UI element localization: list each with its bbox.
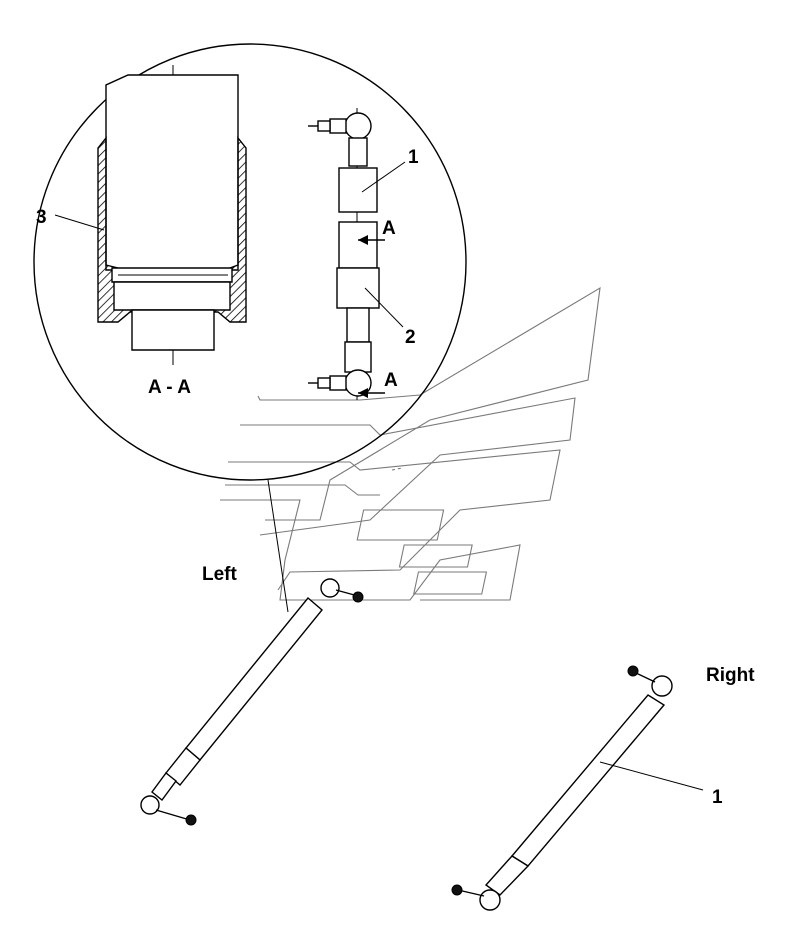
right-gas-strut <box>451 665 673 911</box>
detail-view-circle <box>33 43 467 481</box>
section-arrow-bottom-label: A <box>384 370 398 391</box>
callout-1-detail: 1 <box>408 147 419 168</box>
detail-leader-line <box>267 479 289 613</box>
arrow-a-top-head <box>358 235 368 245</box>
background-body-outline <box>220 286 601 601</box>
section-title: A - A <box>148 377 191 398</box>
leader-1-detail <box>361 161 406 193</box>
section-arrow-top-label: A <box>382 218 396 239</box>
leader-1-right <box>599 761 704 791</box>
leader-3-section <box>54 214 105 231</box>
arrow-a-bottom-head <box>358 388 368 398</box>
detail-strut-vertical <box>308 108 380 400</box>
right-side-label: Right <box>706 665 755 686</box>
leader-2-detail <box>364 287 404 328</box>
left-gas-strut <box>140 578 364 826</box>
left-side-label: Left <box>202 564 238 585</box>
callout-3-section: 3 <box>36 207 47 228</box>
callout-1-right: 1 <box>712 787 723 808</box>
callout-2-detail: 2 <box>405 327 416 348</box>
section-a-a-view <box>97 65 247 365</box>
